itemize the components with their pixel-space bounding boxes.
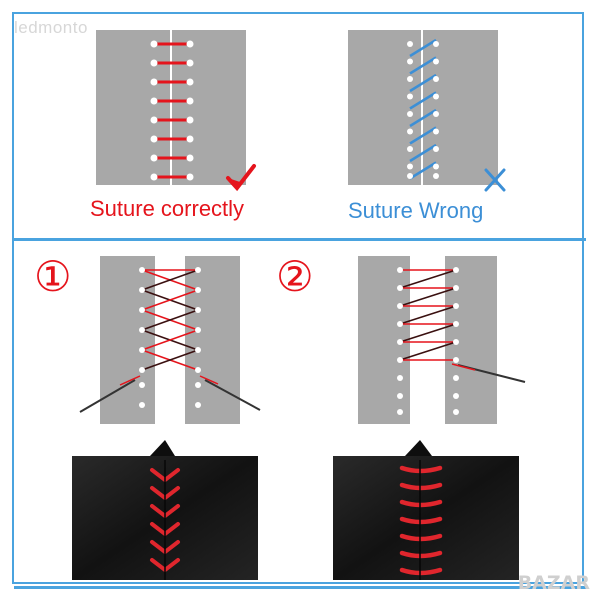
section-divider-bottom [14,586,586,589]
wrong-suture-diagram [348,30,498,185]
watermark-text: ledmonto [14,18,88,37]
outer-frame [12,12,584,584]
corner-watermark: BAZAR [517,572,590,594]
leather-sample-1 [72,440,258,580]
step-1-number: ① [34,252,72,301]
correct-suture-diagram [96,30,246,185]
cross-icon [484,168,506,192]
checkmark-icon [228,164,256,188]
step-2-number: ② [276,252,314,301]
section-divider-top [14,238,586,241]
method-1-diagram [79,256,261,424]
leather-sample-2 [333,440,519,580]
suture-wrong-label: Suture Wrong [348,198,484,223]
suture-correct-label: Suture correctly [90,196,245,221]
method-2-diagram [358,256,526,424]
